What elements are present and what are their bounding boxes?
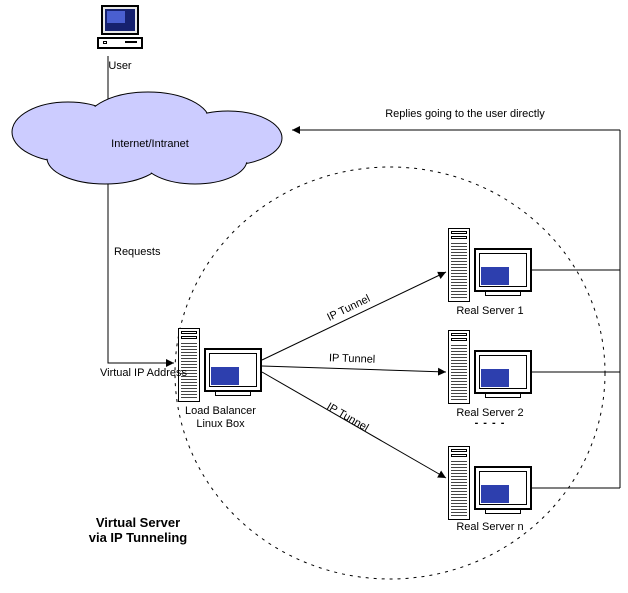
- drive-slot-detail: [181, 331, 197, 334]
- real-server-n-label: Real Server n: [456, 521, 524, 533]
- ip-tunnel-label-1: IP Tunnel: [325, 293, 372, 324]
- monitor-base: [485, 292, 521, 296]
- real-server-2-icon: [448, 330, 532, 404]
- diagram-title-line1: Virtual Server: [95, 515, 181, 530]
- monitor-base: [485, 510, 521, 514]
- servers-ellipsis: - - - -: [474, 417, 506, 429]
- tower-grill-detail: [451, 461, 467, 517]
- load-balancer-label: Load Balancer Linux Box: [168, 405, 273, 431]
- real-server-1-icon: [448, 228, 532, 302]
- tower-grill-detail: [181, 343, 197, 399]
- drive-slot-detail: [451, 333, 467, 336]
- real-server-1-label: Real Server 1: [456, 305, 524, 317]
- real-server-n-icon: [448, 446, 532, 520]
- server-monitor: [474, 248, 532, 296]
- load-balancer-icon: [178, 328, 262, 402]
- monitor-screen-window: [481, 485, 509, 503]
- monitor-screen-window: [481, 267, 509, 285]
- monitor-screen: [479, 253, 527, 287]
- user-system-unit: [97, 37, 143, 49]
- monitor-screen-window: [481, 369, 509, 387]
- drive-slot-detail: [451, 338, 467, 341]
- monitor-frame: [474, 248, 532, 292]
- power-button-detail: [103, 41, 107, 44]
- drive-slot-detail: [451, 236, 467, 239]
- disk-drive-detail: [125, 41, 137, 43]
- drive-slot-detail: [451, 231, 467, 234]
- ip-tunnel-arrow-1: [261, 271, 447, 361]
- internet-cloud-fill: [13, 93, 281, 183]
- monitor-screen: [479, 355, 527, 389]
- server-tower: [448, 446, 470, 520]
- ip-tunnel-label-2: IP Tunnel: [329, 352, 376, 366]
- drive-slot-detail: [181, 336, 197, 339]
- monitor-frame: [474, 466, 532, 510]
- requests-label: Requests: [114, 246, 161, 258]
- user-screen-window: [107, 11, 125, 24]
- monitor-screen: [479, 471, 527, 505]
- monitor-screen: [209, 353, 257, 387]
- ip-tunnel-label-3: IP Tunnel: [324, 401, 370, 435]
- server-monitor: [474, 466, 532, 514]
- server-monitor: [474, 350, 532, 398]
- ip-tunnel-arrow-3: [261, 371, 447, 479]
- load-balancer-monitor: [204, 348, 262, 396]
- replies-label: Replies going to the user directly: [385, 108, 545, 120]
- load-balancer-label-line1: Load Balancer: [185, 405, 256, 417]
- user-screen: [105, 9, 135, 31]
- diagram-title: Virtual Server via IP Tunneling: [38, 515, 238, 545]
- connector-lines: [107, 56, 621, 580]
- tower-grill-detail: [451, 243, 467, 299]
- diagram-title-line2: via IP Tunneling: [88, 530, 188, 545]
- load-balancer-tower: [178, 328, 200, 402]
- user-monitor: [101, 5, 139, 35]
- user-computer-icon: [96, 5, 144, 49]
- virtual-ip-label: Virtual IP Address: [100, 367, 188, 379]
- server-tower: [448, 330, 470, 404]
- server-tower: [448, 228, 470, 302]
- ip-tunnel-arrow-2: [261, 365, 447, 376]
- tower-grill-detail: [451, 345, 467, 401]
- monitor-screen-window: [211, 367, 239, 385]
- real-server-2-label: Real Server 2: [456, 407, 524, 419]
- monitor-base: [485, 394, 521, 398]
- drive-slot-detail: [451, 454, 467, 457]
- cluster-boundary-circle: [174, 166, 606, 580]
- load-balancer-label-line2: Linux Box: [196, 418, 245, 430]
- cloud-label: Internet/Intranet: [111, 138, 189, 150]
- monitor-frame: [204, 348, 262, 392]
- drive-slot-detail: [451, 449, 467, 452]
- monitor-base: [215, 392, 251, 396]
- monitor-frame: [474, 350, 532, 394]
- user-label: User: [108, 60, 132, 72]
